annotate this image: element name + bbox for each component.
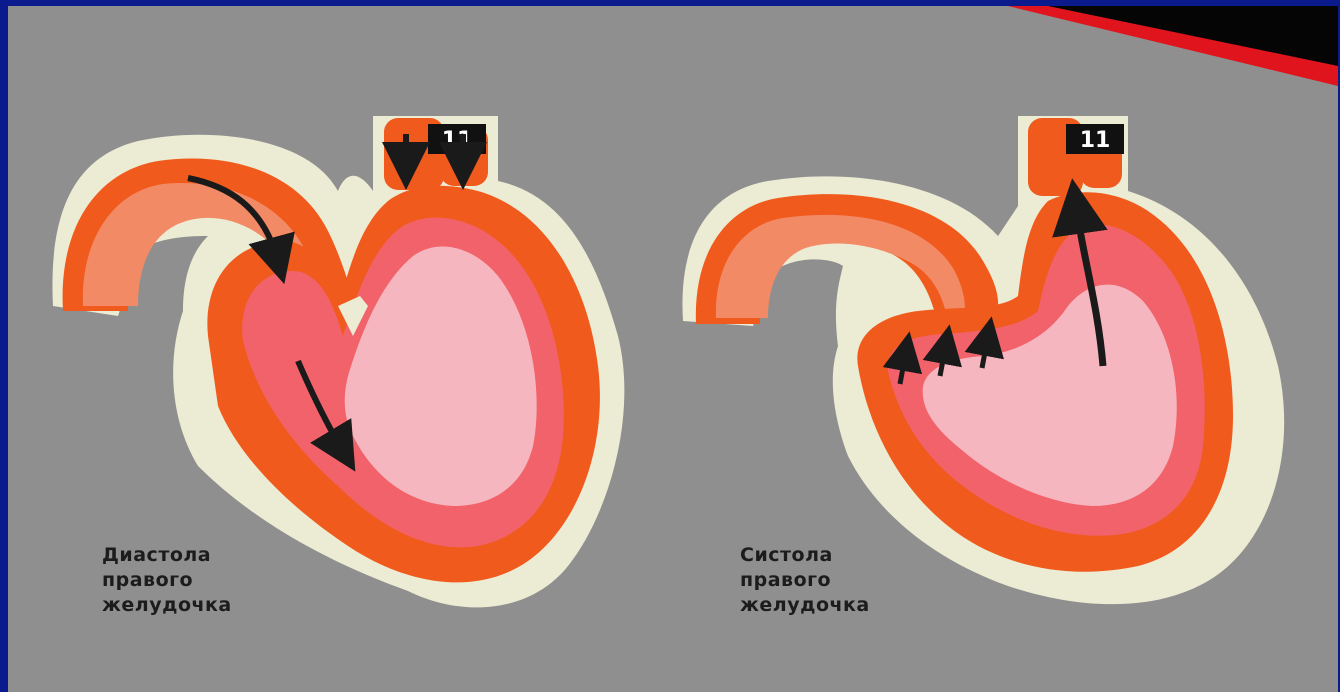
caption-line: Диастола xyxy=(102,543,232,568)
heart-systole: 11 xyxy=(682,116,1284,604)
diagram-canvas: 11 11 xyxy=(8,6,1338,692)
caption-line: желудочка xyxy=(740,593,870,618)
caption-line: желудочка xyxy=(102,593,232,618)
caption-line: правого xyxy=(102,568,232,593)
badge-label: 11 xyxy=(1080,128,1111,153)
caption-line: правого xyxy=(740,568,870,593)
badge-label: 11 xyxy=(442,128,473,153)
caption-systole: Систола правого желудочка xyxy=(740,543,870,618)
caption-line: Систола xyxy=(740,543,870,568)
heart-diastole: 11 xyxy=(52,116,624,607)
corner-stripe xyxy=(1008,6,1338,86)
caption-diastole: Диастола правого желудочка xyxy=(102,543,232,618)
